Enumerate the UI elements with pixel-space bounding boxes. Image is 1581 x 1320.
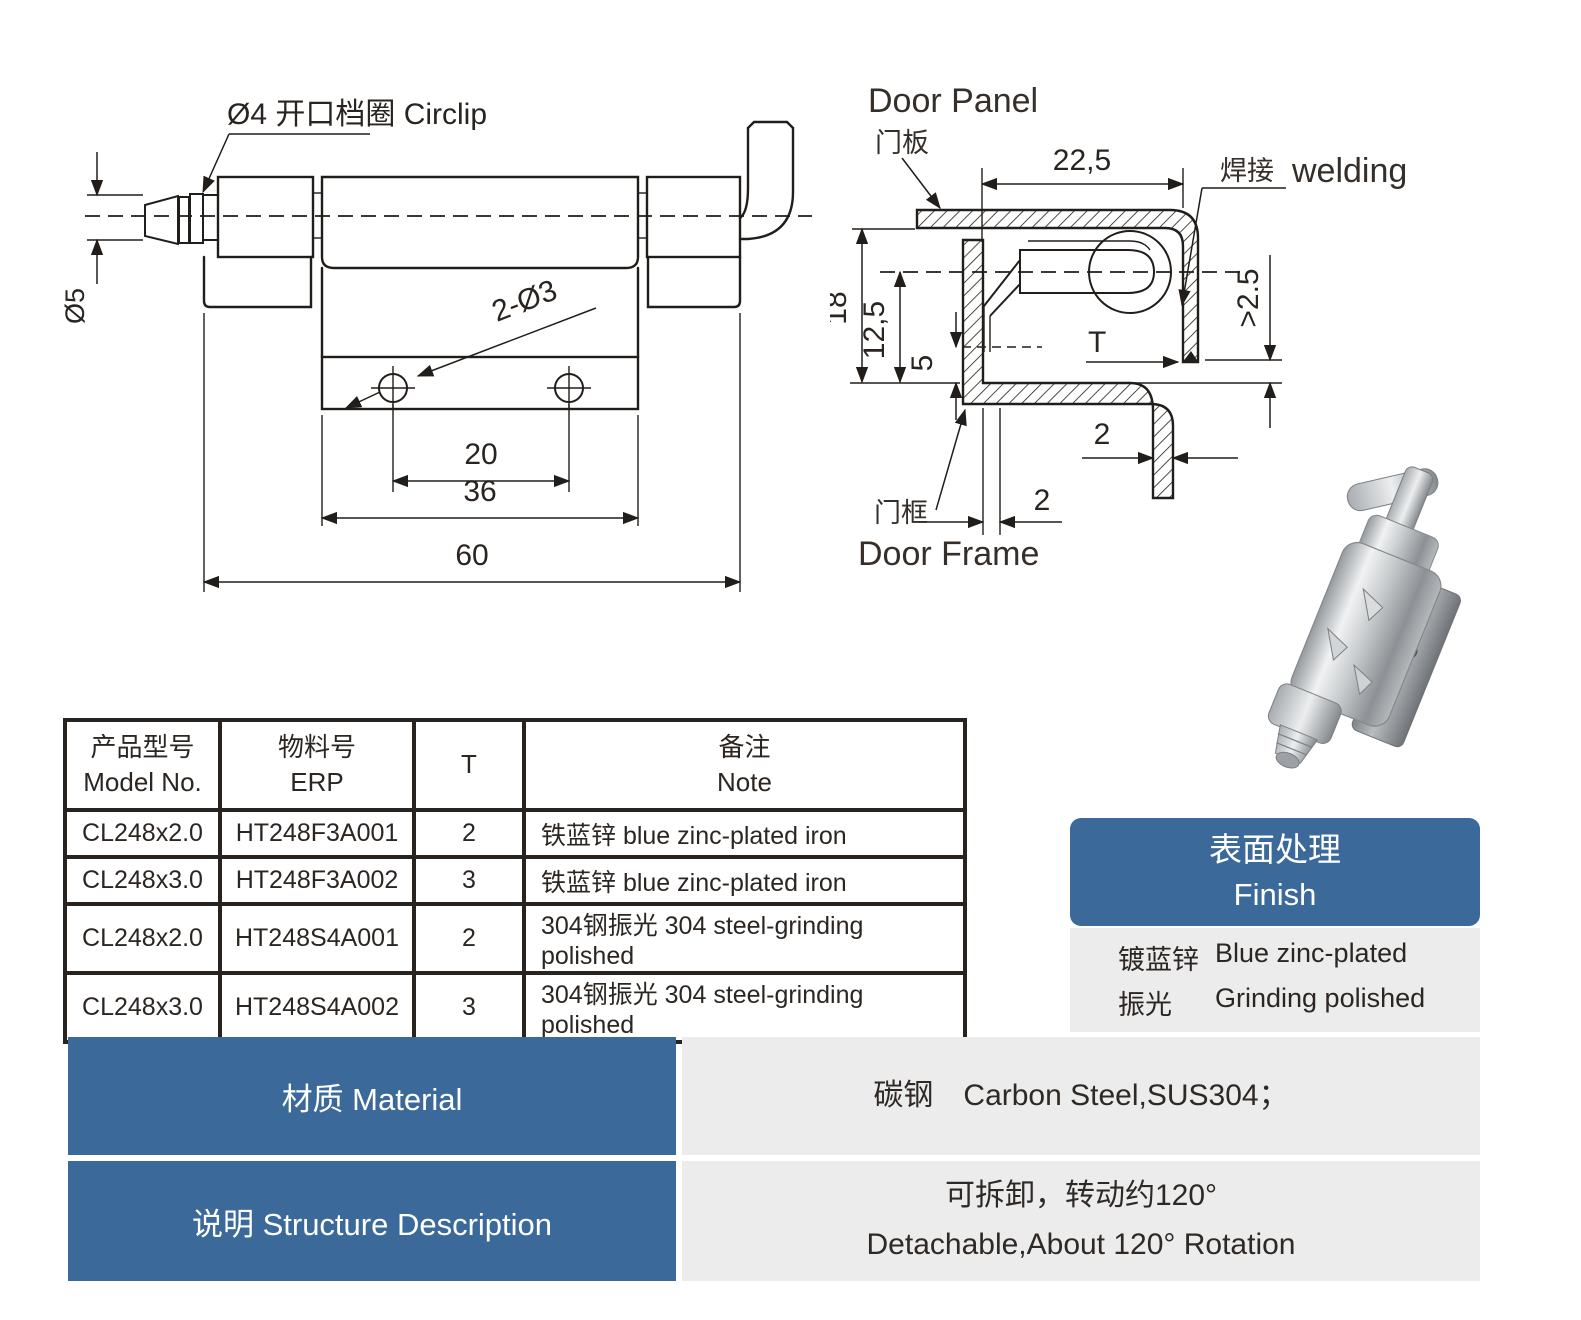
table-row: CL248x3.0 HT248F3A002 3 铁蓝锌 blue zinc-pl…	[63, 855, 967, 906]
dim-leg: 2	[1094, 418, 1111, 451]
finish-row: 振光 Grinding polished	[1118, 983, 1426, 1020]
door-frame-label: Door Frame	[858, 535, 1039, 573]
right-knuckle	[645, 175, 742, 259]
dim-gap: 5	[906, 355, 939, 372]
cell-note: 304钢振光 304 steel-grinding polished	[522, 971, 967, 1044]
cell-erp: HT248F3A002	[218, 855, 416, 906]
spec-label: 材质 Material	[68, 1037, 676, 1155]
table-row: CL248x3.0 HT248S4A002 3 304钢振光 304 steel…	[63, 971, 967, 1044]
table-row: CL248x2.0 HT248S4A001 2 304钢振光 304 steel…	[63, 902, 967, 975]
spec-label: 说明 Structure Description	[68, 1161, 676, 1281]
left-knuckle	[216, 175, 315, 259]
weld-point	[1182, 351, 1199, 363]
dim-overall-width: 60	[455, 539, 488, 572]
hinge-photo-group	[1267, 466, 1461, 769]
cell-erp: HT248F3A001	[218, 808, 416, 859]
door-panel-label: Door Panel	[868, 82, 1038, 120]
dim-plate-width: 36	[463, 475, 496, 508]
finish-body: 镀蓝锌 Blue zinc-plated 振光 Grinding polishe…	[1070, 928, 1480, 1032]
finish-title-en: Finish	[1233, 877, 1317, 913]
dim-offset: 22,5	[1053, 144, 1111, 177]
cell-model: CL248x3.0	[63, 971, 222, 1044]
hinge-dimension-drawing: Ø5	[60, 98, 812, 592]
installation-section-drawing: Door Panel 门板 焊接 welding 22,5 >2.5	[830, 82, 1407, 573]
cell-model: CL248x2.0	[63, 902, 222, 975]
cell-t: 2	[412, 902, 526, 975]
cell-note: 铁蓝锌 blue zinc-plated iron	[522, 808, 967, 859]
finish-panel: 表面处理 Finish 镀蓝锌 Blue zinc-plated 振光 Grin…	[1070, 818, 1480, 1032]
spec-row-material: 材质 Material 碳钢 Carbon Steel,SUS304；	[68, 1037, 1480, 1155]
dim-axis: 12,5	[858, 301, 891, 359]
spec-section: 材质 Material 碳钢 Carbon Steel,SUS304； 说明 S…	[68, 1037, 1480, 1287]
door-panel-label-cn: 门板	[875, 128, 929, 158]
mounting-plate	[320, 355, 640, 411]
dim-holes-label: 2-Ø3	[488, 274, 562, 329]
dim-weld-min: >2.5	[1232, 268, 1265, 327]
finish-title-cn: 表面处理	[1209, 830, 1341, 868]
door-frame-section	[961, 238, 1175, 500]
spec-value: 可拆卸，转动约120° Detachable,About 120° Rotati…	[682, 1161, 1480, 1281]
cell-erp: HT248S4A001	[218, 902, 416, 975]
dim-thickness: T	[1088, 326, 1106, 359]
cell-t: 3	[412, 971, 526, 1044]
cell-note: 304钢振光 304 steel-grinding polished	[522, 902, 967, 975]
dim-pin-diameter: Ø5	[60, 288, 90, 324]
finish-row: 镀蓝锌 Blue zinc-plated	[1118, 938, 1408, 975]
welding-label-cn: 焊接	[1220, 156, 1274, 186]
table-header-t: T	[412, 718, 526, 812]
cell-erp: HT248S4A002	[218, 971, 416, 1044]
product-photo-hinge	[1267, 466, 1461, 769]
cell-t: 3	[412, 855, 526, 906]
door-panel-section	[915, 208, 1200, 364]
mounting-hole	[547, 366, 591, 410]
cell-t: 2	[412, 808, 526, 859]
cell-model: CL248x3.0	[63, 855, 222, 906]
cell-model: CL248x2.0	[63, 808, 222, 859]
cell-note: 铁蓝锌 blue zinc-plated iron	[522, 855, 967, 906]
mounting-hole	[371, 366, 415, 410]
l-pin-handle	[738, 120, 795, 241]
table-row: CL248x2.0 HT248F3A001 2 铁蓝锌 blue zinc-pl…	[63, 808, 967, 859]
hinge-barrel	[320, 175, 640, 270]
dim-height: 18	[830, 291, 853, 324]
welding-label: welding	[1291, 152, 1407, 190]
dim-hole-pitch: 20	[464, 438, 497, 471]
circlip-label: Ø4 开口档圈 Circlip	[227, 98, 487, 131]
spec-row-description: 说明 Structure Description 可拆卸，转动约120° Det…	[68, 1161, 1480, 1281]
spec-value: 碳钢 Carbon Steel,SUS304；	[682, 1037, 1480, 1155]
finish-header: 表面处理 Finish	[1070, 818, 1480, 926]
door-frame-label-cn: 门框	[874, 498, 928, 528]
dim-frame: 2	[1034, 484, 1051, 517]
